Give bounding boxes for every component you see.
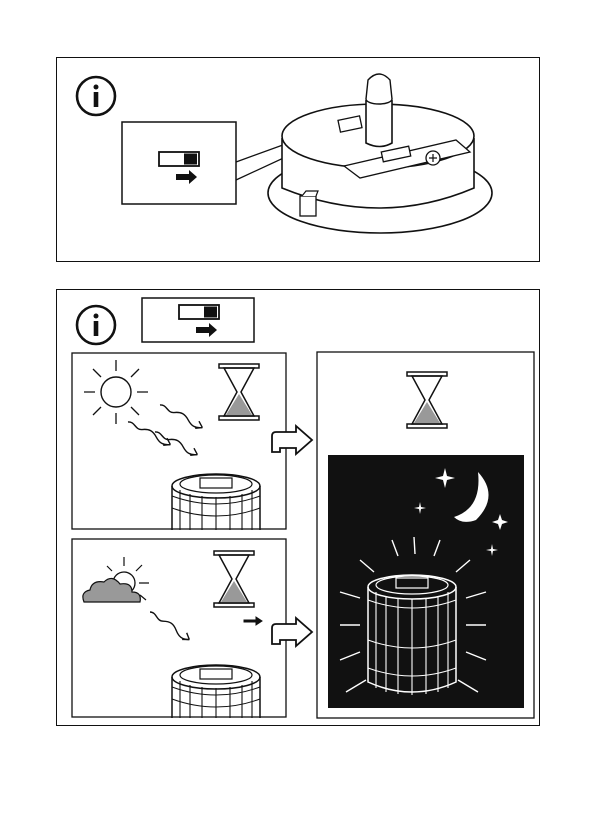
top-info-icon [77, 77, 115, 115]
cloudy-scene-crop [150, 718, 290, 725]
cloudy-scene-frame [72, 539, 286, 717]
solar-unit-base-illustration [268, 74, 492, 233]
sun-icon [84, 360, 148, 424]
bottom-info-icon [77, 306, 115, 344]
